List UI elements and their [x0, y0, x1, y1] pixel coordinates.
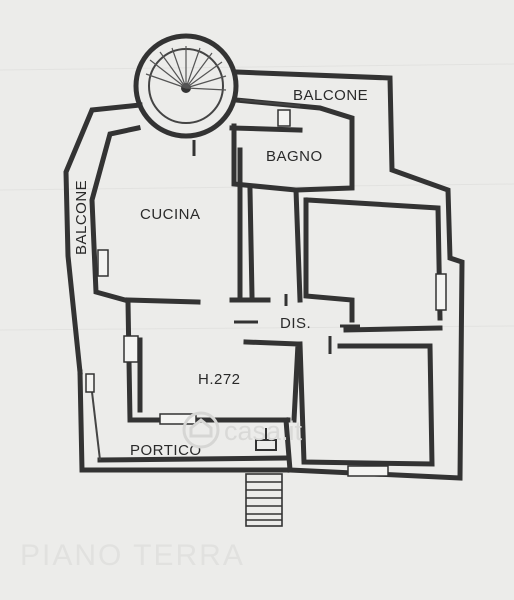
watermark-text: casa.it [224, 416, 303, 446]
living-wall [125, 299, 301, 423]
cucina-partition [125, 147, 271, 305]
door-marks [192, 140, 360, 354]
floor-caption: PIANO TERRA [20, 539, 245, 572]
portico-wall [97, 417, 293, 473]
entrance-stairs [245, 473, 283, 527]
portico-label: PORTICO [130, 442, 202, 459]
top-balcony-wall [233, 97, 355, 193]
spiral-staircase [133, 33, 239, 139]
window-marks [85, 109, 447, 477]
dis-label: DIS. [280, 315, 311, 332]
balcone-top-label: BALCONE [293, 87, 368, 104]
balcone-left-label: BALCONE [73, 180, 90, 255]
step-marks [255, 428, 277, 451]
house-logo-icon [182, 411, 220, 449]
kitchen-outer-wall [89, 125, 141, 304]
outer-perimeter [77, 69, 465, 481]
casa-it-watermark: casa.it [182, 411, 303, 449]
cucina-label: CUCINA [140, 206, 201, 223]
bedroom-bottom-wall [297, 325, 443, 467]
bagno-label: BAGNO [266, 148, 323, 165]
left-balcony-wall [63, 102, 143, 375]
bedroom-top-wall [303, 197, 443, 323]
portico-inner-line [91, 391, 101, 461]
height-label: H.272 [198, 371, 241, 388]
top-balcony-rail [239, 99, 301, 107]
bagno-wall [229, 123, 303, 303]
